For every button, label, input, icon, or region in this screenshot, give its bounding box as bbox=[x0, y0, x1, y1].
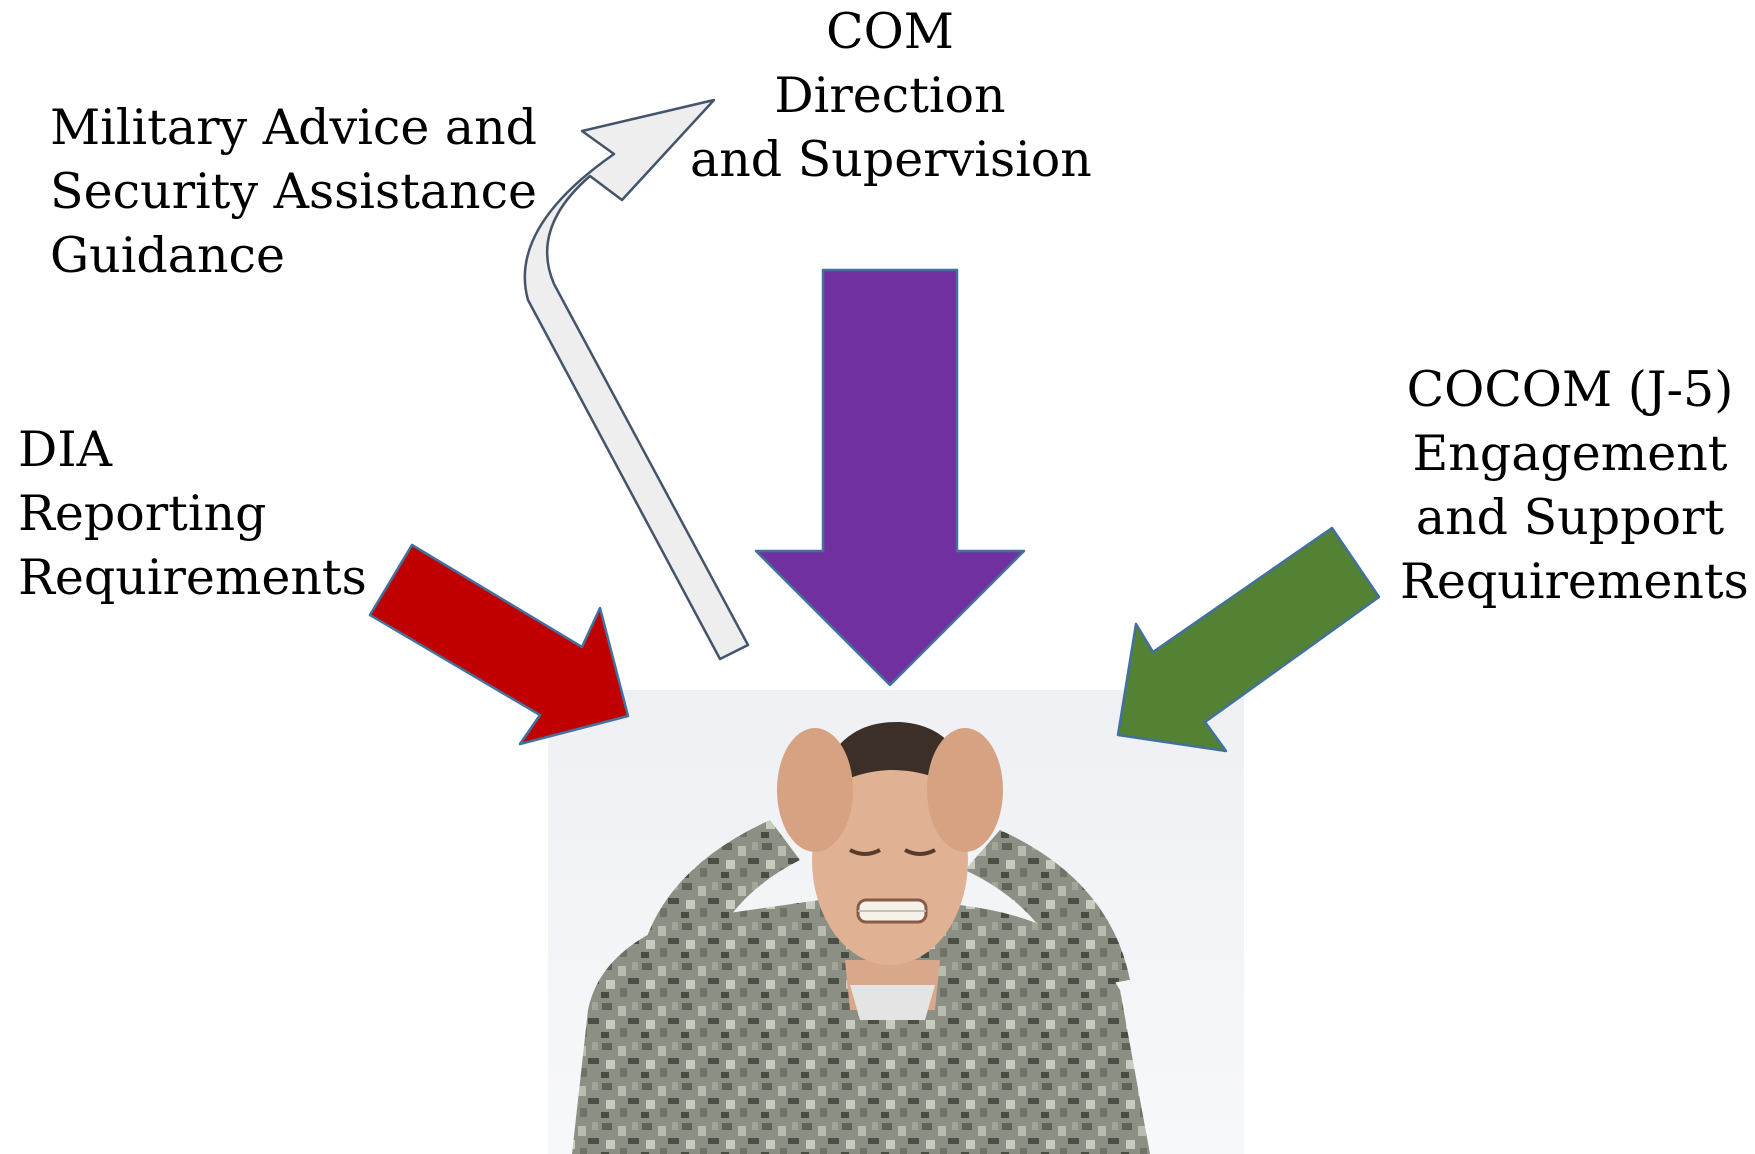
com-direction-label: COM Direction and Supervision bbox=[690, 0, 1092, 192]
dia-reporting-label: DIA Reporting Requirements bbox=[18, 418, 367, 610]
advice-curved-arrow bbox=[523, 98, 750, 661]
com-line-2: Direction bbox=[774, 67, 1006, 124]
dia-line-3: Requirements bbox=[18, 549, 367, 606]
dia-diagonal-arrow bbox=[368, 543, 630, 746]
cocom-line-4: Requirements bbox=[1400, 553, 1749, 610]
cocom-line-2: Engagement bbox=[1412, 425, 1728, 482]
military-advice-line-2: Security Assistance bbox=[50, 163, 538, 220]
cocom-diagonal-arrow bbox=[1116, 526, 1381, 753]
military-advice-line-3: Guidance bbox=[50, 227, 285, 284]
military-advice-label: Military Advice and Security Assistance … bbox=[50, 96, 537, 288]
dia-line-1: DIA bbox=[18, 421, 113, 478]
cocom-engagement-label: COCOM (J-5) Engagement and Support Requi… bbox=[1400, 358, 1749, 614]
com-down-arrow bbox=[754, 268, 1026, 687]
cocom-line-3: and Support bbox=[1415, 489, 1725, 546]
dia-line-2: Reporting bbox=[18, 485, 267, 542]
com-line-3: and Supervision bbox=[690, 131, 1092, 188]
cocom-line-1: COCOM (J-5) bbox=[1406, 361, 1734, 418]
military-advice-line-1: Military Advice and bbox=[50, 99, 538, 156]
stressed-soldier-photo bbox=[548, 690, 1244, 1154]
com-line-1: COM bbox=[826, 3, 954, 60]
